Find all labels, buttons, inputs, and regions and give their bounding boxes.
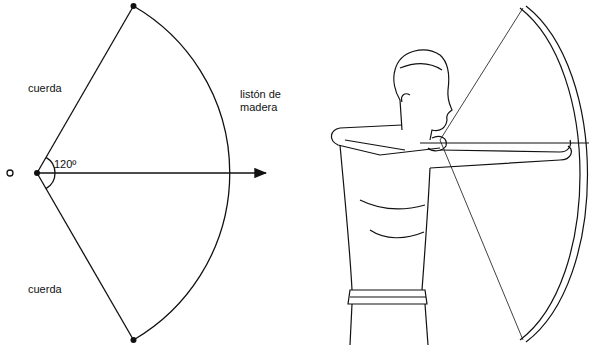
archer-figure: [331, 6, 589, 345]
pivot-circle: [7, 170, 13, 176]
angle-arc: [46, 157, 55, 188]
wood-label: listón de madera: [240, 88, 300, 114]
string-line: [37, 173, 134, 340]
angle-label: 120º: [54, 158, 94, 171]
string-label: cuerda: [28, 283, 88, 296]
arrow-line: [37, 172, 266, 173]
string-label: cuerda: [28, 82, 88, 95]
